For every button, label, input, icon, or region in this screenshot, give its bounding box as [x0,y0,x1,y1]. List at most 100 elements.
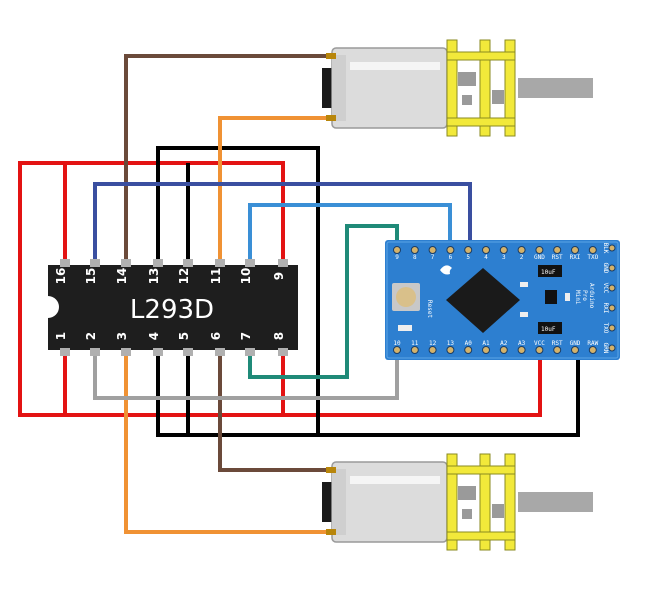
arduino-pin-label-top: RXI [570,254,581,261]
motor-bottom [322,453,593,551]
chip-pin-bottom-8 [278,348,288,356]
arduino-pin-label-top: 5 [466,254,470,261]
arduino-pin-label-bottom: A1 [482,340,490,347]
arduino-pin-label-right: BLK [602,243,609,254]
arduino-pin-top [517,246,526,254]
arduino-pin-label-bottom: A3 [518,340,526,347]
capacitor-2-label: 10uF [541,326,556,333]
microcontroller-chip [446,268,520,333]
gear-plate-1 [446,453,458,551]
motor-shine [350,476,440,484]
wire-brown-bottom [218,350,330,472]
gear-bottom-bar [446,117,516,127]
chip-pin-label-bottom: 2 [84,332,98,340]
arduino-pin-bottom [464,346,473,354]
arduino-pin-label-right: TXO [602,323,609,334]
arduino-pin-label-right: VCC [602,283,609,294]
chip-pin-top-11 [215,259,225,267]
arduino-pin-top [410,246,419,254]
chip-pin-label-top: 13 [147,268,161,285]
wire-black-outer [156,146,580,437]
arduino-pin-label-bottom: GND [570,340,581,347]
arduino-pin-top [482,246,490,254]
chip-pin-top-15 [90,259,100,267]
arduino-pin-top [588,246,597,254]
gear-1 [458,486,476,500]
gear-plate-3 [504,39,516,137]
chip-pin-label-bottom: 6 [209,332,223,340]
arduino-pin-bottom [410,346,419,354]
gear-top-bar [446,465,516,475]
wire-red-outer [18,161,542,417]
arduino-pin-label-bottom: 10 [393,340,401,347]
arduino-pin-bottom [499,346,508,354]
arduino-pin-label-right: GND [602,263,609,274]
motor-lead-1 [326,53,336,59]
smd-part-2 [520,312,528,317]
reset-button-cap[interactable] [396,287,416,307]
chip-pin-label-top: 9 [272,272,286,280]
arduino-pin-top [571,246,579,254]
chip-pin-label-top: 11 [209,268,223,285]
motor-can [331,461,448,543]
gear-3 [462,509,472,519]
chip-pin-bottom-5 [183,348,193,356]
wire-orange-top [218,116,330,265]
board-title-2: Pro [581,290,588,301]
chip-pin-label-top: 14 [115,268,129,285]
chip-pin-label-bottom: 7 [239,332,253,340]
arduino-pin-bottom [571,346,579,354]
wires [18,54,580,534]
gear-plate-2 [479,39,491,137]
gear-plate-3 [504,453,516,551]
wire-black-bottom-13 [156,350,318,437]
arduino-pin-label-top: 7 [431,254,435,261]
gear-top-bar [446,51,516,61]
arduino-pin-label-top: TXO [587,254,598,261]
led [398,325,412,331]
motor-shaft [518,492,593,512]
arduino-pin-label-top: 4 [484,254,488,261]
gear-2 [492,90,504,104]
wire-gray [93,350,399,400]
chip-label: L293D [130,295,214,325]
smd-part-1 [520,282,528,287]
motor-terminal-cap [322,68,334,108]
arduino-pin-bottom [446,346,455,354]
arduino-pin-right [608,324,616,332]
chip-pin-label-top: 16 [54,268,68,285]
arduino-pin-label-bottom: 13 [447,340,455,347]
arduino-pin-right [608,284,616,292]
arduino-pin-top [553,246,562,254]
arduino-pin-label-bottom: A2 [500,340,508,347]
arduino-pin-bottom [428,346,437,354]
motor-lead-2 [326,529,336,535]
arduino-pin-top [393,246,401,254]
arduino-pin-top [446,246,455,254]
wire-blue [93,182,472,265]
arduino-pin-label-bottom: RAW [587,340,598,347]
chip-body [48,265,298,350]
chip-pin-top-12 [183,259,193,267]
motor-can-end [332,469,346,535]
chip-pin-bottom-6 [215,348,225,356]
arduino-pin-right [608,344,616,352]
chip-pin-label-top: 10 [239,268,253,285]
arduino-pin-top [464,246,473,254]
arduino-pin-label-top: 6 [449,254,453,261]
arduino-pin-label-top: 9 [395,254,399,261]
chip-pin-bottom-7 [245,348,255,356]
chip-pin-top-10 [245,259,255,267]
wire-teal [248,224,399,379]
chip-pin-label-bottom: 8 [272,332,286,340]
wire-red-inner [20,161,285,265]
capacitor-1 [538,265,562,277]
motor-can [331,47,448,129]
arduino-pin-label-bottom: 11 [411,340,419,347]
gear-2 [492,504,504,518]
chip-pin-bottom-4 [153,348,163,356]
arduino-pin-top [535,246,544,254]
